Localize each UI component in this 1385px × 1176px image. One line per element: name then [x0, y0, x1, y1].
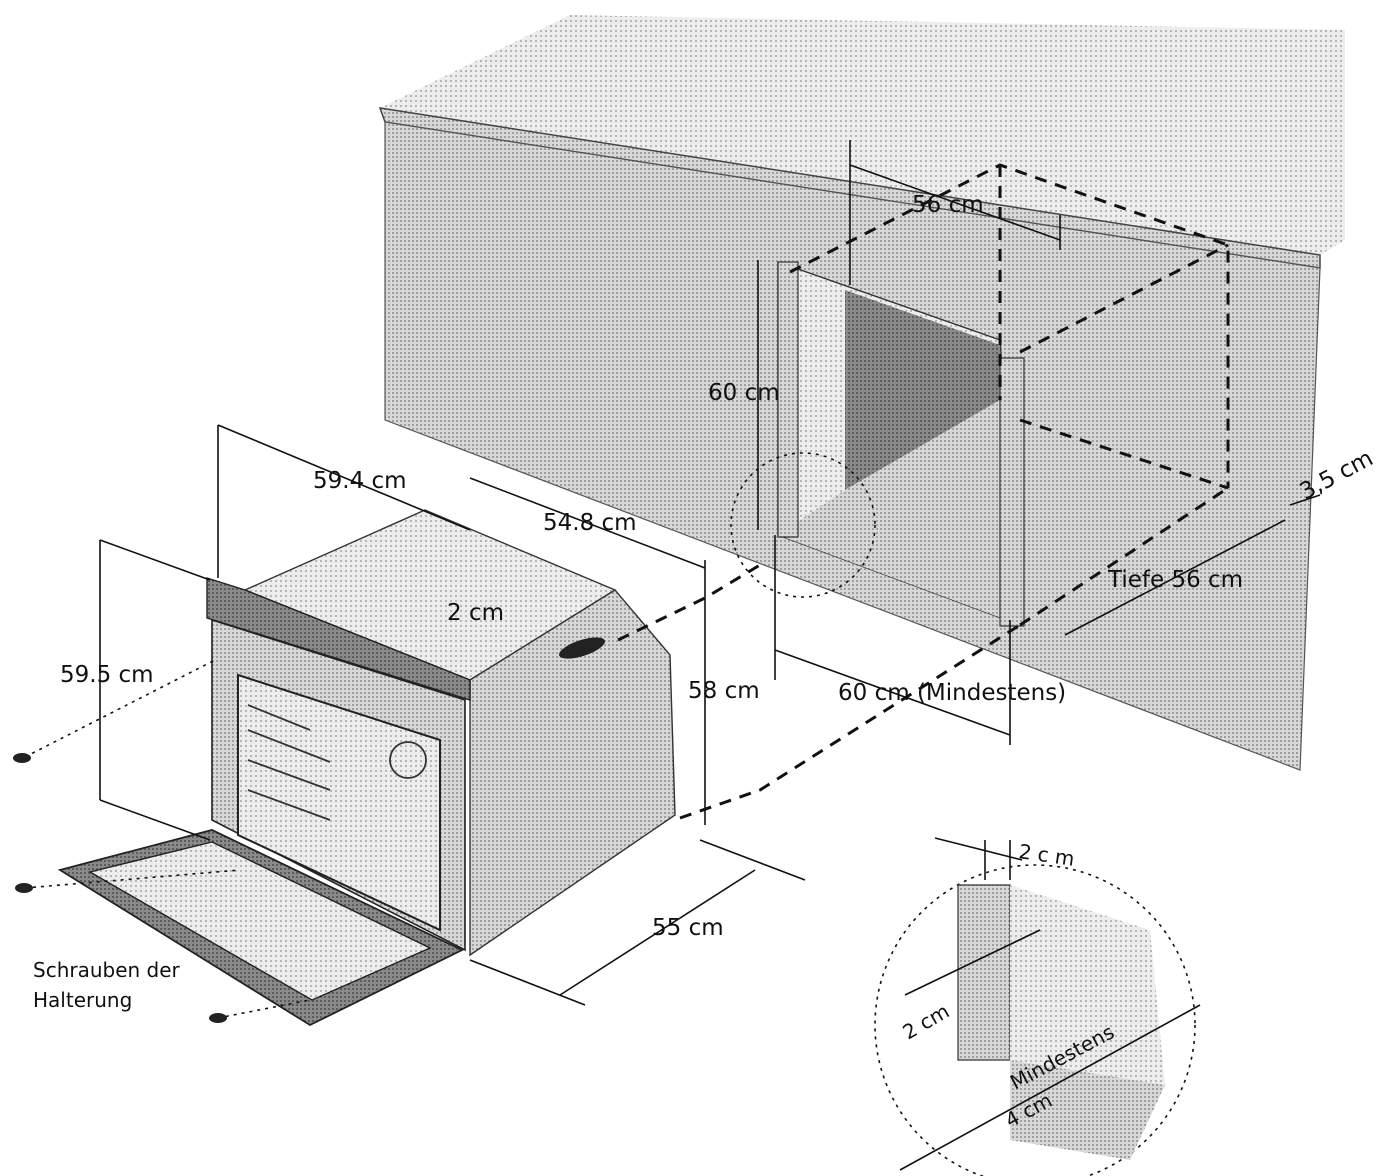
detail-floor [1010, 1060, 1165, 1160]
screw-icon [13, 753, 31, 763]
oven [57, 509, 676, 1027]
screw-icon [15, 883, 33, 893]
label-body-depth: 55 cm [652, 915, 724, 941]
oven-door-glass [88, 841, 432, 1001]
label-niche-width-min: 60 cm (Mindestens) [838, 680, 1066, 706]
oven-control-panel [206, 577, 471, 701]
label-niche-depth: Tiefe 56 cm [1107, 567, 1243, 593]
niche-dashed-outline [789, 163, 1230, 627]
oven-side [469, 589, 676, 957]
niche-right-strip [999, 357, 1025, 627]
label-niche-width-top: 56 cm [912, 192, 984, 218]
detail-strip [957, 884, 1011, 1061]
label-screws-line1: Schrauben der [33, 958, 181, 982]
dimension-lines [99, 140, 1321, 1006]
label-body-height: 58 cm [688, 678, 760, 704]
niche-back-wall [845, 290, 1000, 490]
label-bracket-gap: 2 cm [447, 600, 504, 626]
oven-fan-cover [389, 741, 427, 779]
countertop-top [380, 15, 1345, 255]
kitchen-cabinet [378, 15, 1345, 771]
screw-icon [209, 1013, 227, 1023]
label-oven-height: 59.5 cm [60, 662, 154, 688]
label-oven-depth-body: 54.8 cm [543, 510, 637, 536]
detail-side-panel [1010, 885, 1165, 1085]
label-niche-height: 60 cm [708, 380, 780, 406]
screws [13, 659, 311, 1023]
detail-magnifier [874, 837, 1201, 1176]
oven-handle-recess [559, 637, 605, 659]
niche-left-strip [777, 261, 799, 538]
niche-floor [778, 400, 1020, 625]
label-screws-line2: Halterung [33, 988, 132, 1012]
label-oven-width: 59.4 cm [313, 468, 407, 494]
oven-cavity [237, 673, 441, 932]
